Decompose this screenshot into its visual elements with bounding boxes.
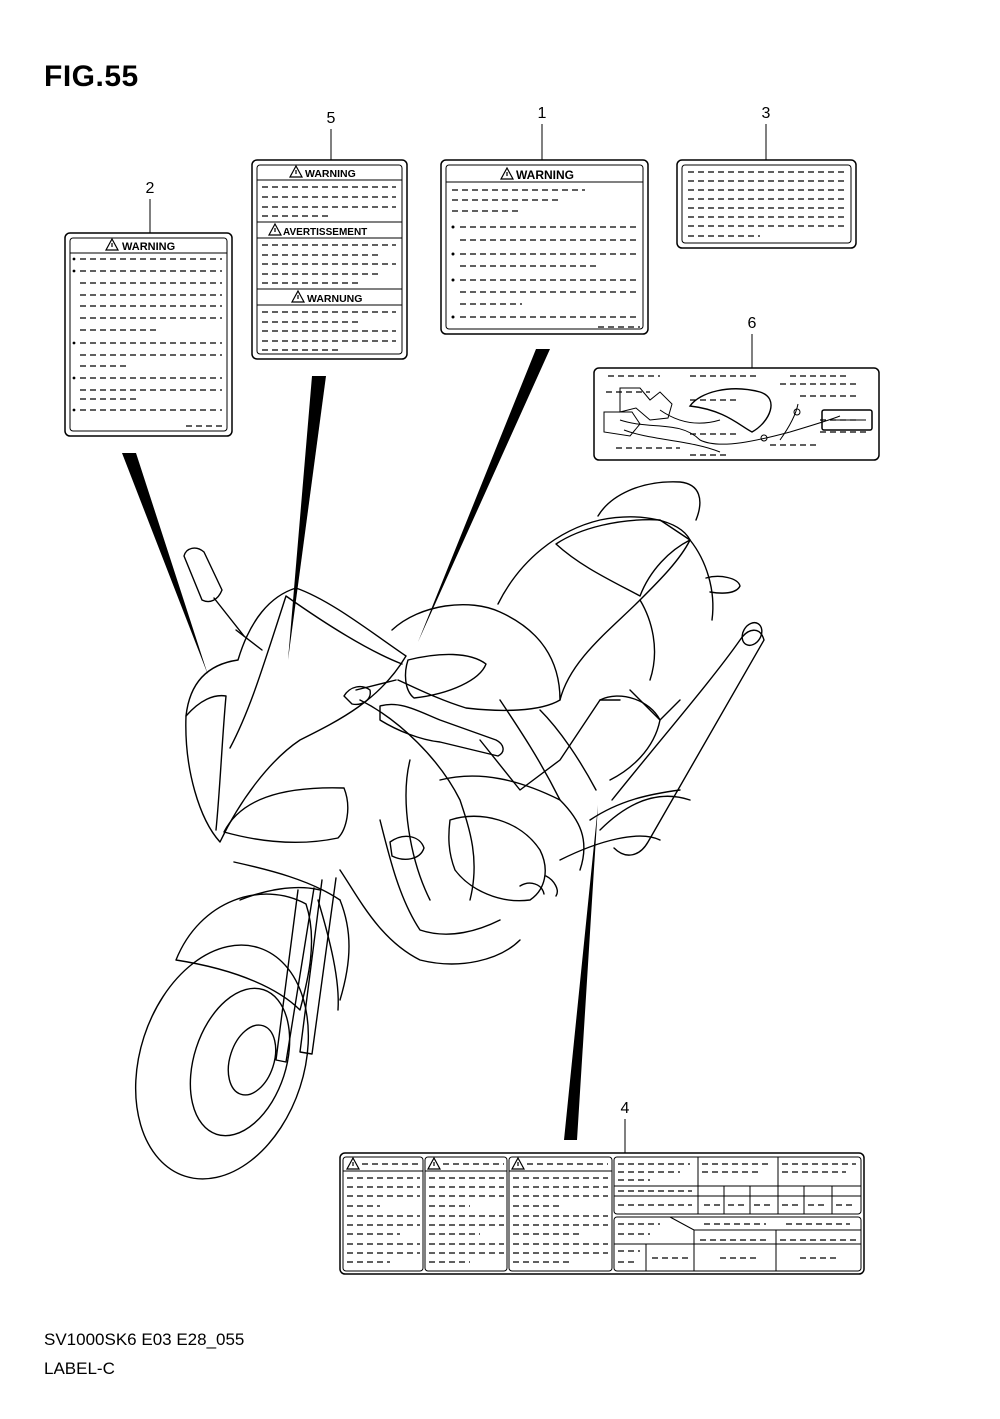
callout-number-6: 6	[748, 315, 757, 332]
callout-number-1: 1	[538, 105, 547, 122]
label-4-panel-table-bottom	[614, 1216, 861, 1271]
pointer-wedges	[122, 349, 598, 1140]
pointer-label-2	[122, 453, 208, 675]
label-5-multilingual-warning: WARNING AVERTISSEMENT WARNUNG	[251, 159, 408, 360]
pointer-label-1	[418, 349, 550, 642]
label-2-heading: WARNING	[122, 241, 175, 253]
label-6-routing	[593, 367, 880, 461]
callout-2: 2	[146, 180, 155, 233]
label-3	[676, 159, 857, 249]
callout-number-3: 3	[762, 105, 771, 122]
callout-number-4: 4	[621, 1100, 630, 1117]
figure-code: SV1000SK6 E03 E28_055	[44, 1330, 245, 1349]
label-5-heading-fr: AVERTISSEMENT	[283, 227, 367, 238]
callout-6: 6	[748, 315, 757, 368]
label-4-panel-table-top	[614, 1157, 861, 1214]
pointer-label-4	[564, 805, 598, 1140]
label-2-warning: WARNING	[64, 232, 233, 437]
callout-number-5: 5	[327, 110, 336, 127]
callout-1: 1	[538, 105, 547, 160]
label-4-panel-3	[509, 1157, 612, 1263]
figure-title: FIG.55	[44, 60, 139, 93]
motorcycle-illustration	[134, 481, 765, 1180]
label-4-panel-2	[425, 1157, 507, 1263]
callout-number-2: 2	[146, 180, 155, 197]
pointer-label-5	[288, 376, 326, 660]
callout-5: 5	[327, 110, 336, 160]
callout-3: 3	[762, 105, 771, 160]
label-5-heading-de: WARNUNG	[307, 293, 362, 305]
label-4-panel-1	[343, 1157, 423, 1263]
figure-name: LABEL-C	[44, 1359, 115, 1378]
callout-4: 4	[621, 1100, 630, 1153]
label-1-heading: WARNING	[516, 168, 574, 182]
label-4-information	[339, 1152, 865, 1275]
label-5-heading-en: WARNING	[305, 168, 356, 180]
label-1-warning: WARNING	[440, 159, 649, 335]
